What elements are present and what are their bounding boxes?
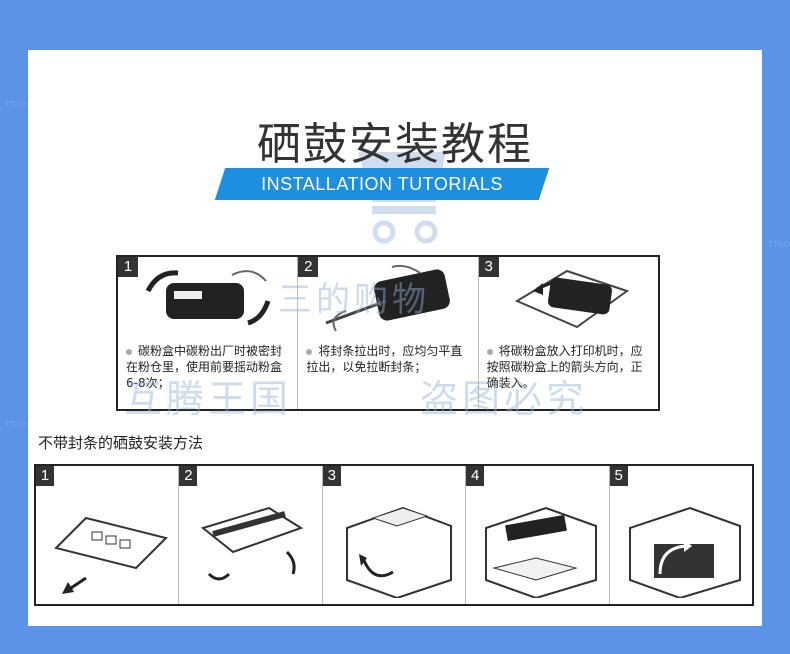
sealed-steps-panel: 1 碳粉盒中碳粉出厂时被密封在粉仓里，使用前要摇动粉盒6-8次； 2 将封条 [116, 255, 660, 411]
unsealed-step: 3 [323, 466, 466, 604]
sealed-step: 2 将封条拉出时，应均匀平直拉出，以免拉断封条； [298, 257, 478, 409]
step-number: 2 [179, 466, 197, 486]
open-printer-icon [333, 488, 455, 598]
step-description: 将碳粉盒放入打印机时，应按照碳粉盒上的箭头方向，正确装入。 [487, 343, 651, 391]
corner-watermark: TTXO [4, 420, 25, 429]
tutorial-card: 硒鼓安装教程 INSTALLATION TUTORIALS 1 碳粉盒中碳粉出厂… [28, 50, 762, 626]
step-number: 5 [610, 466, 628, 486]
unsealed-step: 2 [179, 466, 322, 604]
unsealed-step: 4 [466, 466, 609, 604]
step-number: 1 [36, 466, 54, 486]
unsealed-step: 5 [610, 466, 752, 604]
unsealed-steps-panel: 1 2 3 [34, 464, 754, 606]
insert-cartridge-icon [497, 261, 637, 339]
bullet-icon [126, 349, 132, 355]
shake-drum-icon [189, 488, 311, 598]
sealed-step: 3 将碳粉盒放入打印机时，应按照碳粉盒上的箭头方向，正确装入。 [479, 257, 658, 409]
page-title: 硒鼓安装教程 [28, 108, 762, 172]
unsealed-step: 1 [36, 466, 179, 604]
close-printer-icon [620, 488, 742, 598]
bullet-icon [487, 349, 493, 355]
step-number: 4 [466, 466, 484, 486]
bullet-icon [306, 349, 312, 355]
step-description: 碳粉盒中碳粉出厂时被密封在粉仓里，使用前要摇动粉盒6-8次； [126, 343, 290, 391]
corner-watermark: TTXO [4, 100, 25, 109]
corner-watermark: TTXO [768, 240, 789, 249]
step-description: 将封条拉出时，应均匀平直拉出，以免拉断封条； [306, 343, 470, 375]
step-number: 3 [479, 257, 499, 277]
step-number: 2 [298, 257, 318, 277]
sealed-step: 1 碳粉盒中碳粉出厂时被密封在粉仓里，使用前要摇动粉盒6-8次； [118, 257, 298, 409]
step-number: 3 [323, 466, 341, 486]
pull-seal-icon [316, 261, 456, 339]
step-number: 1 [118, 257, 138, 277]
remove-cover-icon [46, 488, 168, 598]
insert-drum-icon [476, 488, 598, 598]
shake-cartridge-icon [136, 261, 276, 339]
section-label: 不带封条的硒鼓安装方法 [38, 432, 203, 453]
page-subtitle: INSTALLATION TUTORIALS [220, 168, 544, 200]
